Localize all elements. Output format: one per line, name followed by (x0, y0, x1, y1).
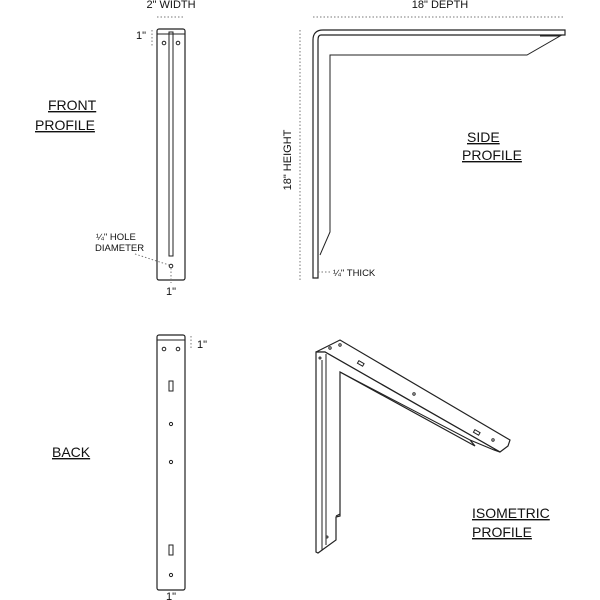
thickness-label: ¼" THICK (333, 268, 376, 279)
depth-dimension: 18" DEPTH (412, 0, 469, 11)
front-profile-view (156, 28, 186, 281)
height-dimension: 18" HEIGHT (282, 129, 294, 190)
width-dimension: 2" WIDTH (146, 0, 195, 11)
front-label-line1: FRONT (48, 97, 97, 113)
hole-leader-line (134, 253, 170, 266)
isometric-view (315, 339, 511, 554)
isometric-label-line1: ISOMETRIC (472, 505, 550, 521)
back-label: BACK (52, 444, 91, 460)
back-bottom-offset: 1" (166, 591, 176, 600)
hole-label-line2: DIAMETER (95, 243, 144, 254)
hole-label-line1: ¼" HOLE (96, 232, 136, 243)
front-label-line2: PROFILE (35, 117, 95, 133)
side-profile-view (312, 29, 566, 279)
front-top-offset: 1" (136, 30, 146, 42)
back-view (156, 334, 186, 591)
side-label-line1: SIDE (467, 129, 500, 145)
side-label-line2: PROFILE (462, 147, 522, 163)
isometric-label-line2: PROFILE (472, 524, 532, 540)
back-top-offset: 1" (197, 339, 207, 351)
front-bottom-offset: 1" (166, 286, 176, 298)
